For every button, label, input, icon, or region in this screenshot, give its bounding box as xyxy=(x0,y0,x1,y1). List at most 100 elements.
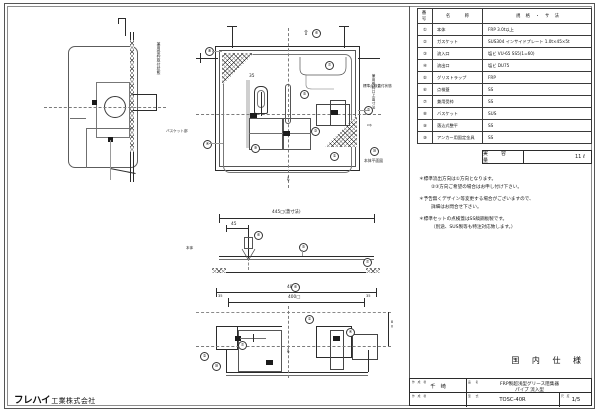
plan-dim-35: 35 xyxy=(249,74,255,79)
bottom-block-mid xyxy=(266,360,273,365)
title-model-cell: 型 式 TOSC-40R xyxy=(466,393,559,407)
cover-bolt-axis xyxy=(248,258,249,270)
title-blank-cell: 作 成 者 xyxy=(410,393,466,407)
balloon-b-1: ① xyxy=(305,315,314,324)
balloon-b-4: ④ xyxy=(346,328,355,337)
note-line: 標準セットの点検蓋はSS縞鋼板製です。 xyxy=(423,217,508,223)
bottom-dim-inner-line xyxy=(228,302,364,303)
cover-base-hatch-r xyxy=(366,268,380,273)
plan-basket-centre xyxy=(261,92,262,116)
balloon-b-2: ② xyxy=(200,352,209,361)
bottom-ref-line-top xyxy=(196,312,391,313)
part-spec: FRP xyxy=(482,71,592,84)
sheet-frame-outer xyxy=(4,3,595,409)
plan-dim-post-right xyxy=(344,26,345,48)
note-item-2: ＊予告無くデザイン等変更する場合がございますので、 詳細はお問合せ下さい。 xyxy=(419,196,594,211)
plan-note-bucket: バスケット部 xyxy=(166,129,188,133)
side-hook-stem xyxy=(125,18,126,36)
part-name: 点検蓋 xyxy=(432,83,483,96)
cover-base-plate xyxy=(212,272,380,273)
title-drawn-value: 千 崎 xyxy=(430,384,446,390)
bottom-centerline-v xyxy=(288,306,289,378)
notes-block: ＊標準流出方向は①方向となります。 ②③方向ご希望の場合はお申し付け下さい。 ＊… xyxy=(419,176,594,236)
leader-4 xyxy=(209,143,223,144)
table-row: ① 本体 FRP 3.0t以上 xyxy=(417,23,592,36)
bottom-shell xyxy=(226,372,368,373)
part-no: ① xyxy=(417,23,433,36)
cover-side-note: 本体 xyxy=(186,246,194,250)
logo-company-name: 工業株式会社 xyxy=(51,397,96,405)
side-vertical-note: 兼用受枠取付状態 xyxy=(157,42,162,75)
part-spec: SS xyxy=(482,83,592,96)
part-name: グリストラップ xyxy=(432,71,483,84)
note-line: 詳細はお問合せ下さい。 xyxy=(431,204,482,210)
sheet-frame-inner xyxy=(7,6,592,406)
part-spec: SUS304 インサイドプレート 1.0t×45×5t xyxy=(482,35,592,48)
table-row: ⑦ 兼用受枠 SS xyxy=(417,95,592,108)
balloon-7: ⑦ xyxy=(325,61,334,70)
title-scale-cell: 尺 度 1/5 xyxy=(559,393,593,407)
bottom-right-pipe xyxy=(330,330,344,370)
note-bullet: ＊ xyxy=(419,197,424,203)
plan-note-frame: 兼用受枠口上面寸法 xyxy=(372,74,376,110)
balloon-6: ⑥ xyxy=(312,29,321,38)
side-anchor-upper xyxy=(92,100,97,105)
plan-title-label: 本体平面図 xyxy=(364,158,383,163)
bottom-body-top-l xyxy=(216,326,282,327)
cover-dim-45-line xyxy=(226,228,248,229)
plan-centerline-v xyxy=(288,28,289,188)
bottom-block-left xyxy=(235,336,241,341)
balloon-cover-7: ⑦ xyxy=(363,258,372,267)
balloon-b-10: ⑩ xyxy=(212,362,221,371)
bottom-dim-outer-line xyxy=(216,292,376,293)
side-internal-line-3 xyxy=(70,118,86,119)
arrow-up-icon: ⇧ xyxy=(303,29,309,37)
balloon-cover-6: ⑥ xyxy=(254,231,263,240)
cover-dim-text: 445□(蓋寸法) xyxy=(272,210,301,215)
logo-mark: フレハイ xyxy=(14,395,51,406)
note-line: ②③方向ご希望の場合はお申し付け下さい。 xyxy=(431,184,522,190)
part-spec: SS xyxy=(482,119,592,132)
part-no: ⑩ xyxy=(417,131,433,144)
side-inner-box xyxy=(96,82,130,138)
side-outlet-bottom xyxy=(133,110,157,111)
title-block-row-2: 作 成 者 型 式 TOSC-40R 尺 度 1/5 xyxy=(410,393,591,407)
note-line: （別途、SUS製等も特注対応致します。） xyxy=(431,224,516,230)
table-row: ④ 流出口 塩ビ DU75 xyxy=(417,59,592,72)
bottom-dim-35-r: 35 xyxy=(366,294,371,298)
cover-dim-45-t1 xyxy=(226,225,227,232)
balloon-5: ⑤ xyxy=(300,90,309,99)
plan-note-inspect: 標準点検蓋付状態 xyxy=(363,84,392,88)
leader-2 xyxy=(358,110,368,111)
part-no: ⑨ xyxy=(417,119,433,132)
parts-header-spec: 規 格 ・ サ 法 xyxy=(482,8,592,24)
bottom-centerline xyxy=(196,346,391,347)
bottom-mid-chamber xyxy=(238,330,282,372)
cover-base-hatch-l xyxy=(212,268,226,273)
title-model-label: 型 式 xyxy=(468,394,480,398)
table-row: ⑤ グリストラップ FRP xyxy=(417,71,592,84)
cover-dim-45-text: 45 xyxy=(231,222,237,227)
part-name: ガスケット xyxy=(432,35,483,48)
table-row: ③ 流入口 塩ビ VU-65 SS5(1=60) xyxy=(417,47,592,60)
title-name-value-line1: FRP製超浅型グリース阻集器 xyxy=(500,382,559,387)
title-scale-value: 1/5 xyxy=(571,397,581,403)
title-name-cell: 品 名 FRP製超浅型グリース阻集器 パイプ 流入型 xyxy=(466,379,593,393)
side-hook-top xyxy=(118,18,126,19)
bottom-shell-right xyxy=(368,350,369,372)
bottom-right-chamber xyxy=(316,326,352,358)
arrow-down-icon: ⇩ xyxy=(286,176,292,183)
plan-block-right xyxy=(331,110,338,115)
title-model-value: TOSC-40R xyxy=(499,397,526,403)
balloon-10: ⑩ xyxy=(370,147,379,156)
table-row: ② ガスケット SUS304 インサイドプレート 1.0t×45×5t xyxy=(417,35,592,48)
part-spec: 塩ビ DU75 xyxy=(482,59,592,72)
company-logo: フレハイ 工業株式会社 xyxy=(14,392,96,406)
title-name-value-line2: パイプ 流入型 xyxy=(514,387,545,393)
leader-cover-5 xyxy=(302,250,303,256)
cover-plate-top xyxy=(219,256,374,257)
plan-baffle-curve xyxy=(299,57,347,90)
part-spec: 塩ビ VU-65 SS5(1=60) xyxy=(482,47,592,60)
capacity-value: 11 ℓ xyxy=(524,150,592,164)
